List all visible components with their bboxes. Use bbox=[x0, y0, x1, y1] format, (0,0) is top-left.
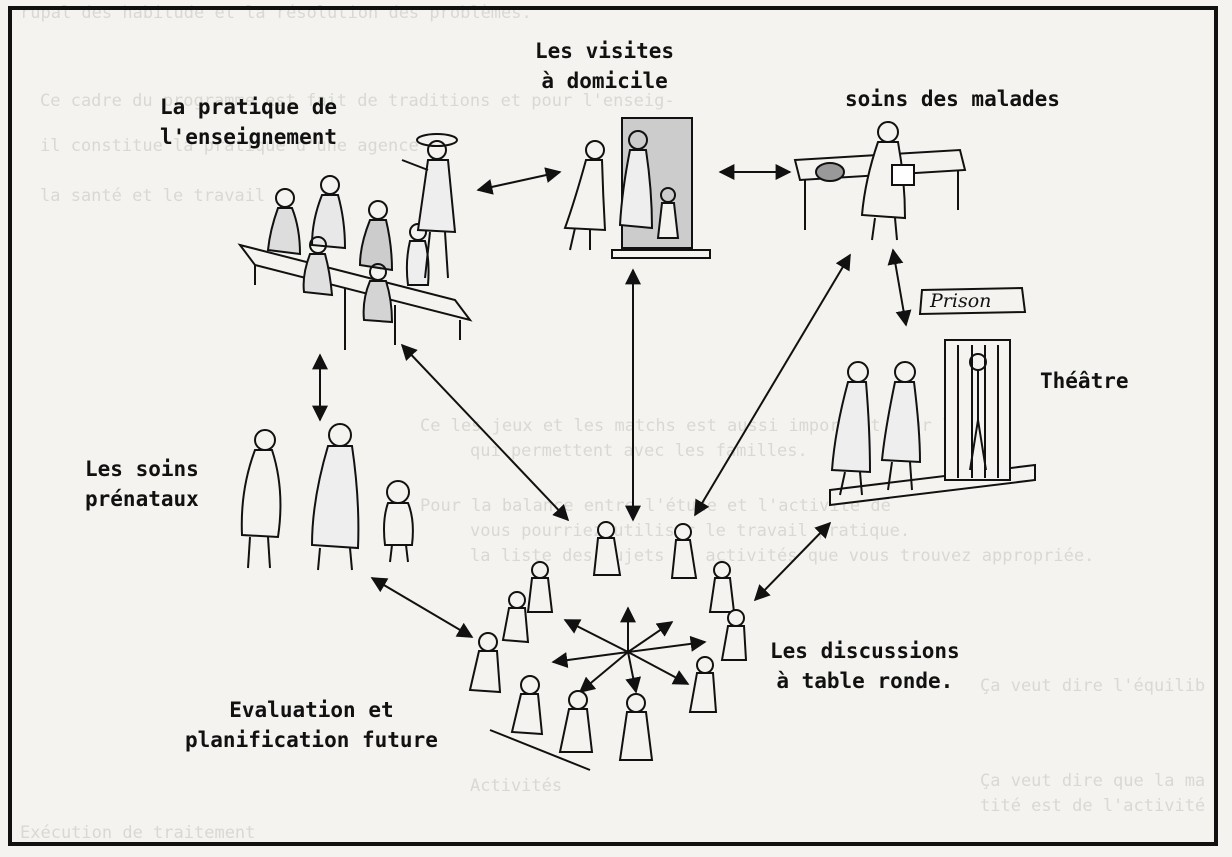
label-evaluation: Evaluation et planification future bbox=[185, 695, 438, 755]
teacher-figure bbox=[401, 133, 458, 279]
arrow-care-theatre bbox=[887, 248, 912, 327]
arrow-care-roundtable bbox=[694, 253, 851, 517]
prenatal-scene bbox=[240, 423, 414, 571]
arrow-teaching-roundtable bbox=[400, 343, 570, 522]
discussion-star-arrows bbox=[551, 606, 707, 694]
label-patient-care: soins des malades bbox=[845, 87, 1060, 111]
label-line: planification future bbox=[185, 728, 438, 752]
round-table-scene bbox=[468, 521, 748, 771]
ghost-line: la santé et le travail bbox=[40, 186, 266, 206]
label-round-table: Les discussions à table ronde. bbox=[770, 636, 960, 696]
label-line: Les discussions bbox=[770, 639, 960, 663]
label-home-visits: Les visites à domicile bbox=[535, 36, 674, 96]
label-prenatal-care: Les soins prénataux bbox=[85, 454, 199, 514]
label-line: l'enseignement bbox=[160, 125, 338, 149]
teaching-scene bbox=[237, 133, 473, 350]
label-line: à table ronde. bbox=[776, 669, 954, 693]
student-figure bbox=[266, 188, 302, 256]
ghost-line: la liste des sujets ou activités que vou… bbox=[470, 546, 1095, 566]
patient-care-scene bbox=[793, 121, 967, 241]
label-line: Evaluation et bbox=[229, 698, 394, 722]
connector-arrows bbox=[312, 164, 912, 638]
ghost-line: tité est de l'activité bbox=[980, 796, 1206, 816]
ghost-line: Ça veut dire l'équilib bbox=[980, 676, 1206, 696]
ghost-line: Activités bbox=[470, 776, 563, 796]
label-prison-sign: Prison bbox=[930, 290, 992, 312]
arrow-prenatal-roundtable bbox=[370, 577, 474, 638]
ghost-line: il constitue la pratique d'une agence bbox=[40, 136, 419, 156]
label-line: Les soins bbox=[85, 457, 199, 481]
label-line: La pratique de bbox=[160, 95, 338, 119]
diagram-frame bbox=[8, 6, 1218, 846]
label-theatre: Théâtre bbox=[1040, 369, 1129, 393]
label-teaching-practice: La pratique de l'enseignement bbox=[160, 92, 337, 152]
theatre-scene bbox=[829, 286, 1036, 507]
arrow-teaching-homevisit bbox=[476, 167, 562, 195]
label-line: à domicile bbox=[541, 69, 668, 93]
label-line: Les visites bbox=[535, 39, 675, 63]
arrow-theatre-roundtable bbox=[753, 521, 832, 602]
ghost-line: Ce cadre du programme est fait de tradit… bbox=[40, 91, 675, 111]
label-line: prénataux bbox=[85, 487, 199, 511]
home-visit-scene bbox=[563, 117, 711, 259]
ghost-line: Exécution de traitement bbox=[20, 823, 256, 843]
prison-sign-board bbox=[918, 286, 1027, 316]
ghost-line: Ça veut dire que la ma bbox=[980, 771, 1206, 791]
